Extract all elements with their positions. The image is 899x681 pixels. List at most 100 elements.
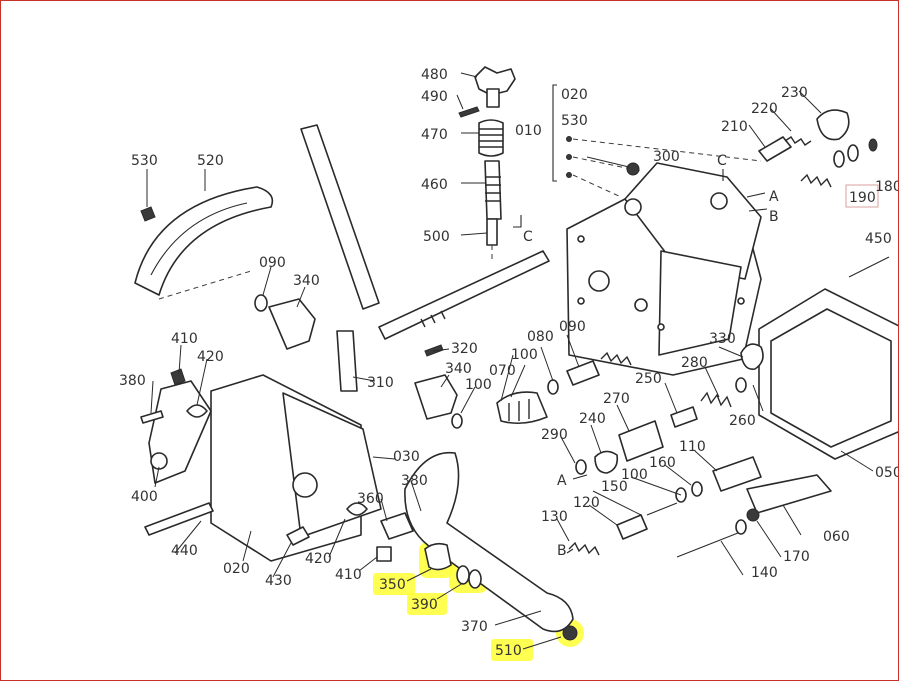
lever-plate: [300, 124, 380, 310]
label-080: 080: [527, 329, 554, 345]
plug-070: [496, 391, 548, 425]
bracket-400: [140, 368, 212, 484]
nut-180: [868, 138, 878, 152]
label-510: 510: [495, 643, 522, 659]
nut-510: [562, 625, 578, 641]
cover-inner: [770, 308, 892, 448]
arrow-b-low: [566, 548, 574, 554]
port-2: [710, 192, 728, 210]
oring-290: [575, 459, 587, 475]
label-230: 230: [781, 85, 808, 101]
lever-060: [746, 474, 832, 514]
relief-parts: [758, 109, 878, 188]
label-320: 320: [451, 341, 478, 357]
plate-dash: [158, 270, 252, 300]
label-130: 130: [541, 509, 568, 525]
washer-160: [691, 481, 703, 497]
label-410-top: 410: [171, 331, 198, 347]
bolt-380: [140, 410, 164, 424]
valve-body-side: [658, 250, 742, 356]
label-060: 060: [823, 529, 850, 545]
knob-neck: [486, 88, 500, 108]
washer-190: [833, 150, 845, 168]
label-430: 430: [265, 573, 292, 589]
highlight-label-510: [491, 639, 533, 661]
label-050: 050: [875, 465, 898, 481]
sleeve-270: [618, 420, 664, 462]
leader-lines: [146, 72, 874, 650]
cover-520: [134, 186, 274, 300]
valve-110: [712, 456, 762, 492]
label-180: 180: [875, 179, 898, 195]
plate-520: [134, 186, 274, 296]
washer-100-upper: [547, 379, 559, 395]
washer-260: [735, 377, 747, 393]
cover-050: [740, 256, 898, 460]
housing-port: [292, 472, 318, 498]
rod-450: [848, 256, 890, 278]
arms-340: [254, 294, 463, 429]
bolt-hole-4: [737, 297, 745, 305]
housing-020: [144, 374, 392, 562]
screw-490: [458, 106, 480, 118]
nut-410: [376, 546, 392, 562]
label-280: 280: [681, 355, 708, 371]
label-070: 070: [489, 363, 516, 379]
label-090-left: 090: [259, 255, 286, 271]
dot-2: [566, 154, 572, 160]
arrow-ab-top: [746, 192, 768, 212]
label-140: 140: [751, 565, 778, 581]
bolt-hole-2: [577, 297, 585, 305]
gasket-030: [282, 392, 382, 538]
washer-420-top: [186, 404, 208, 418]
rod-150: [646, 502, 678, 516]
label-a-top: A: [769, 189, 779, 205]
label-400: 400: [131, 489, 158, 505]
label-440: 440: [171, 543, 198, 559]
arm-340-upper: [268, 298, 316, 350]
spring-130: [568, 541, 600, 556]
stem-assembly: [458, 66, 516, 263]
port-4: [634, 298, 648, 312]
collar-360: [380, 512, 414, 540]
plug-070-knurl: [508, 399, 530, 421]
label-box-190: [845, 184, 879, 208]
label-470: 470: [421, 127, 448, 143]
bolt-hole-3: [657, 323, 665, 331]
label-240: 240: [579, 411, 606, 427]
arm-370: [404, 451, 574, 633]
label-340-mid: 340: [445, 361, 472, 377]
dot-3: [566, 172, 572, 178]
label-220: 220: [751, 101, 778, 117]
plug-300: [626, 162, 640, 176]
poppet-120: [616, 514, 648, 540]
washer-390a: [456, 565, 470, 585]
label-480: 480: [421, 67, 448, 83]
bolt-440: [144, 502, 214, 536]
spring-280: [700, 391, 732, 408]
label-090-mid: 090: [559, 319, 586, 335]
spool-460: [484, 160, 502, 220]
washer-420: [346, 502, 368, 516]
shaft: [378, 250, 550, 340]
label-370: 370: [461, 619, 488, 635]
shaft-splines: [420, 310, 446, 328]
washer-140: [735, 519, 747, 535]
label-380-left: 380: [119, 373, 146, 389]
label-350: 350: [379, 577, 406, 593]
label-190: 190: [849, 190, 876, 206]
label-160: 160: [649, 455, 676, 471]
label-330: 330: [709, 331, 736, 347]
dot-1: [566, 136, 572, 142]
plug-230: [816, 109, 850, 141]
label-530-top: 530: [561, 113, 588, 129]
spring-090-mid: [600, 351, 632, 366]
washer-390b: [468, 569, 482, 589]
label-420-bottom: 420: [305, 551, 332, 567]
pin-500: [486, 218, 498, 246]
label-b-top: B: [769, 209, 779, 225]
label-030: 030: [393, 449, 420, 465]
bolt-430: [286, 526, 310, 546]
screw-530: [140, 206, 156, 222]
